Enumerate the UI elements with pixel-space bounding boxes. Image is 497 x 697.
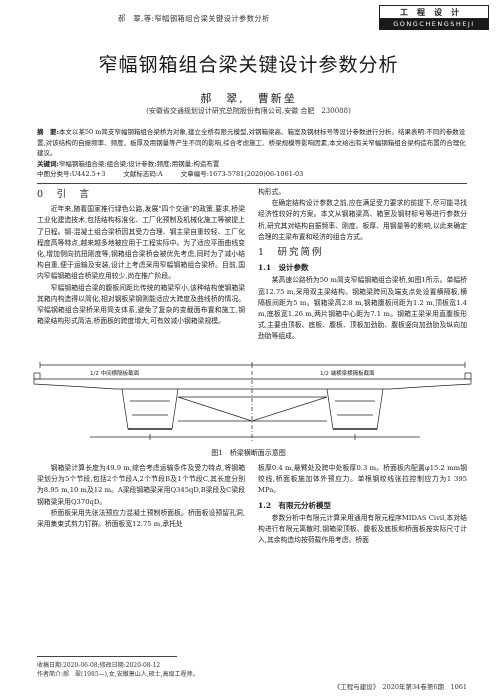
left-column: 0 引 言 近年来,随着国家推行绿色公路,发展"四个交通"的政策,要求,桥梁工业… [37, 187, 245, 327]
page-footer: 《工程与建设》 2020年第34卷第6期 1061 [333, 683, 467, 691]
paper-title: 窄幅钢箱组合梁关键设计参数分析 [98, 54, 399, 76]
paragraph: 板厚0.4 m,悬臂处及跨中处板厚0.3 m。桥面板内配置φ15.2 mm钢绞线… [258, 464, 467, 495]
clc-number: 中图分类号:U442.5+3 [37, 170, 106, 178]
article-meta: 中图分类号:U442.5+3 文献标志码:A 文章编号:1673-5781(20… [37, 169, 467, 180]
paragraph: 桥面板采用先张法预应力混凝土预制桥面板。桥面板设预留孔洞,采用集束式剪力钉群。桥… [37, 508, 245, 529]
figure-left-label: 1/2 中间横隔板截面 [90, 369, 140, 377]
deck-slab [33, 378, 472, 390]
section-heading-intro: 0 引 言 [37, 189, 92, 200]
section-heading-1: 1 研究简例 [258, 247, 324, 259]
authors: 郝 翠, 曹新垒 [200, 92, 297, 105]
paragraph: 钢箱梁计算长度为49.9 m,综合考虑运输条件及受力特点,将钢箱梁划分为5个节段… [37, 464, 245, 506]
keywords-label: 关键词: [37, 159, 59, 168]
right-column-bottom: 板厚0.4 m,悬臂处及跨中处板厚0.3 m。桥面板内配置φ15.2 mm钢绞线… [258, 463, 467, 546]
figure-caption: 图1 桥梁横断面示意图 [211, 449, 286, 457]
paragraph: 构形式。 [258, 188, 286, 196]
received-date: 收稿日期:2020-06-08;修改日期:2020-08-12 [37, 662, 161, 669]
subsection-heading: 1.1 设计参数 [258, 263, 309, 273]
abstract-label: 摘 要: [37, 128, 59, 136]
keywords-text: 窄幅钢箱组合梁;组合梁;设计参数;频度;用钢量;构造布置 [58, 159, 220, 168]
paragraph: 在确定结构设计参数之前,应在满足受力要求的前提下,尽可能寻找经济性较好的方案。本… [258, 199, 467, 241]
subsection-heading: 1.2 有限元分析模型 [258, 500, 332, 510]
affiliation: (安徽省交通规划设计研究总院股份有限公司,安徽 合肥 230088) [146, 107, 351, 115]
paragraph: 某高速公路桥为50 m简支窄幅钢箱组合梁桥,如图1所示。单幅桥宽12.75 m,… [258, 276, 467, 341]
author-info: 作者简介:郝 翠(1985—),女,安徽萧山人,硕士,高级工程师。 [37, 671, 199, 678]
paragraph: 近年来,随着国家推行绿色公路,发展"四个交通"的政策,要求,桥梁工业化建造技术,… [37, 205, 245, 281]
doc-code: 文献标志码:A [123, 170, 163, 178]
abstract-text: 本文以某50 m简支窄幅钢箱组合梁桥为对象,建立全桥有限元模型,对钢箱梁高、箱室… [37, 128, 466, 157]
journal-name-cn: 工程设计 [379, 5, 489, 19]
journal-badge: 工程设计 GONGCHENGSHEJI [379, 5, 489, 30]
right-box-girder [326, 388, 384, 430]
running-header: 郝 翠,等:窄幅钢箱组合梁关键设计参数分析 [118, 14, 270, 23]
footnote-divider [37, 656, 177, 657]
parapet-left [33, 372, 41, 380]
figure-right-label: 1/2 端横梁横隔板截面 [320, 369, 375, 377]
divider [37, 183, 467, 184]
left-box-girder [121, 388, 179, 430]
abstract: 摘 要:本文以某50 m简支窄幅钢箱组合梁桥为对象,建立全桥有限元模型,对钢箱梁… [37, 127, 467, 159]
article-number: 文章编号:1673-5781(2020)06-1061-03 [180, 170, 304, 178]
left-column-bottom: 钢箱梁计算长度为49.9 m,综合考虑运输条件及受力特点,将钢箱梁划分为5个节段… [37, 463, 245, 530]
paragraph: 窄幅钢箱组合梁的腹板间距比传统的箱梁窄小,该种结构使钢箱梁其箱内构造得以简化,相… [37, 283, 245, 326]
parapet-right [464, 372, 472, 380]
paragraph: 参数分析中有限元计算采用通用有限元程序MIDAS Civil,本对结构进行有限元… [258, 513, 467, 545]
right-column: 构形式。 在确定结构设计参数之前,应在满足受力要求的前提下,尽可能寻找经济性较好… [258, 187, 467, 343]
bridge-cross-section-figure: 1/2 中间横隔板截面 1/2 端横梁横隔板截面 [33, 362, 472, 441]
keywords: 关键词:窄幅钢箱组合梁;组合梁;设计参数;频度;用钢量;构造布置 [37, 159, 467, 170]
footnote: 收稿日期:2020-06-08;修改日期:2020-08-12 作者简介:郝 翠… [37, 661, 199, 679]
journal-name-en: GONGCHENGSHEJI [379, 19, 489, 30]
abstract-block: 摘 要:本文以某50 m简支窄幅钢箱组合梁桥为对象,建立全桥有限元模型,对钢箱梁… [37, 127, 467, 180]
